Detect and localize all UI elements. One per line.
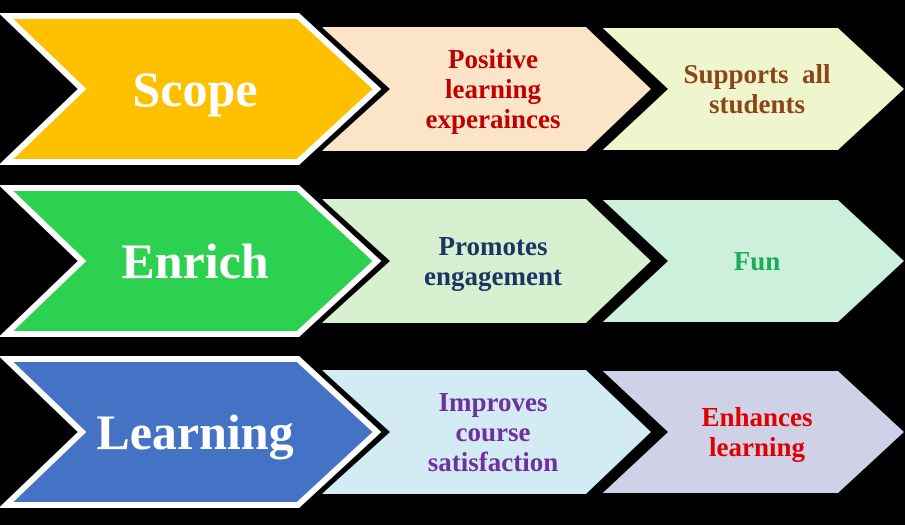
row-learning-shapes [0, 353, 904, 511]
supports-all-students-label: Supports all students [683, 58, 831, 119]
supports-all-students-arrow-shape [588, 28, 904, 150]
row-scope-shapes [0, 10, 904, 168]
positive-learning-arrow-shape [322, 27, 651, 151]
process-row-enrich: Enrich Promotes engagement Fun [0, 182, 905, 340]
learning-arrow-shape [0, 356, 382, 508]
promotes-engagement-label: Promotes engagement [424, 230, 562, 291]
fun-label: Fun [733, 245, 781, 276]
improves-satisfaction-arrow-shape [322, 370, 651, 494]
process-row-scope: Scope Positive learning experainces Supp… [0, 10, 905, 168]
promotes-engagement-arrow-shape [322, 199, 651, 323]
enrich-label: Enrich [121, 232, 269, 289]
positive-learning-label: Positive learning experainces [425, 43, 561, 135]
enhances-learning-label: Enhances learning [701, 401, 813, 462]
enrich-arrow-shape [0, 185, 382, 337]
learning-label: Learning [96, 403, 294, 460]
enhances-learning-arrow-shape [588, 371, 904, 493]
process-row-learning: Learning Improves course satisfaction En… [0, 353, 905, 511]
row-enrich-shapes [0, 182, 904, 340]
scope-label: Scope [132, 60, 258, 117]
improves-satisfaction-label: Improves course satisfaction [427, 386, 559, 478]
scope-arrow-shape [0, 13, 382, 165]
fun-arrow-shape [588, 200, 904, 322]
